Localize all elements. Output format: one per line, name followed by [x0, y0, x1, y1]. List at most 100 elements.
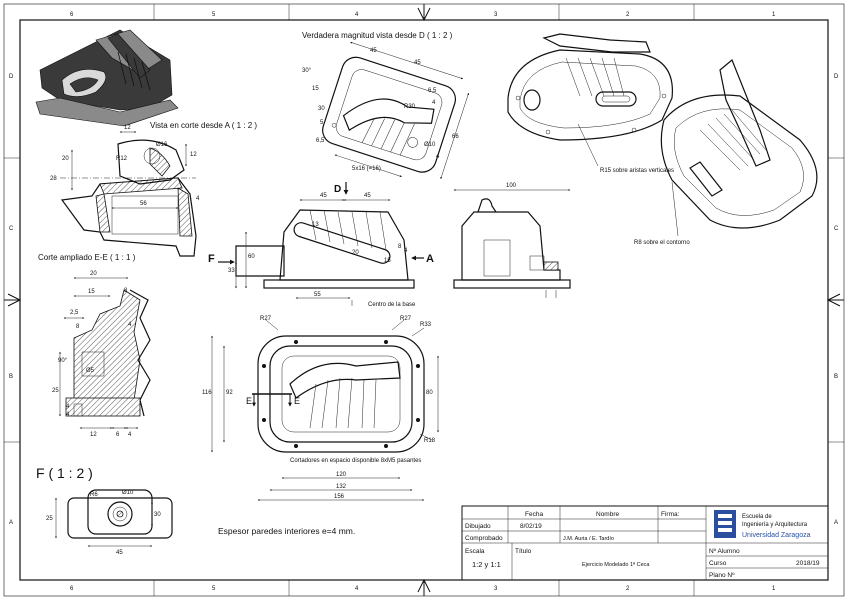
- row-right-c: C: [834, 226, 839, 232]
- true-size-title: Verdadera magnitud vista desde D ( 1 : 2…: [302, 31, 453, 40]
- row-right-d: D: [834, 74, 839, 80]
- iso-annotations: R15 sobre aristas verticales R8 sobre el…: [577, 123, 690, 246]
- col-top-3: 3: [494, 12, 498, 18]
- dim-ts-5x16: 5x16 (=16): [352, 166, 381, 172]
- detail-f-title: F ( 1 : 2 ): [36, 465, 93, 481]
- tb-col-fecha: Fecha: [525, 511, 543, 518]
- note-cortadores: Cortadores en espacio disponible 8xM5 pa…: [290, 458, 421, 464]
- arrow-f-label: F: [208, 253, 215, 265]
- dim-f-d10: Ø10: [122, 490, 134, 496]
- dim-ts-45b: 45: [414, 60, 421, 66]
- dim-ee-8a: 8: [124, 288, 128, 294]
- dim-sa-56: 56: [140, 201, 147, 207]
- tb-firma: Firma:: [661, 511, 680, 518]
- true-size-view: Verdadera magnitud vista desde D ( 1 : 2…: [302, 31, 470, 195]
- arrow-a-label: A: [426, 253, 434, 265]
- tb-university: Universidad Zaragoza: [742, 532, 811, 539]
- tb-curso-value: 2018/19: [796, 560, 820, 567]
- row-left-b: B: [9, 374, 13, 380]
- row-left-d: D: [9, 74, 14, 80]
- detail-ee-title: Corte ampliado E-E ( 1 : 1 ): [38, 253, 136, 262]
- dim-ee-4c: 4: [66, 412, 70, 418]
- iso-view-top: [507, 33, 673, 141]
- col-bottom-3: 3: [494, 586, 498, 592]
- dim-fv-8: 8: [398, 244, 402, 250]
- tb-titulo-value: Ejercicio Modelado 1ª Ceca: [582, 561, 650, 568]
- tb-plano-label: Plano Nº: [709, 572, 735, 579]
- col-bottom-4: 4: [355, 586, 359, 592]
- dim-tv-120: 120: [336, 472, 347, 478]
- dim-tv-80: 80: [426, 390, 433, 396]
- dim-ee-4d: 4: [128, 432, 132, 438]
- iso-view-right: [660, 59, 818, 229]
- dim-f-30: 30: [154, 512, 161, 518]
- university-logo-icon: [714, 510, 736, 538]
- row-right-a: A: [834, 520, 838, 526]
- dim-fv-55: 55: [314, 292, 321, 298]
- frame-labels: 6 5 4 3 2 1 6 5 4 3 2 1 D C B A D C B A: [9, 12, 839, 592]
- dim-tv-r27b: R27: [400, 316, 412, 322]
- dim-ts-30deg: 30°: [302, 68, 312, 74]
- dim-tv-132: 132: [336, 484, 347, 490]
- dim-ee-90: 90°: [58, 358, 68, 364]
- col-top-1: 1: [772, 12, 776, 18]
- dim-sa-28: 28: [50, 176, 57, 182]
- dim-ee-8b: 8: [76, 324, 80, 330]
- col-top-2: 2: [626, 12, 630, 18]
- tb-school-line2: Ingeniería y Arquitectura: [742, 522, 808, 528]
- dim-fv-60: 60: [248, 254, 255, 260]
- col-bottom-5: 5: [212, 586, 216, 592]
- dim-ee-4b: 4: [66, 404, 70, 410]
- top-view: E E R27 R27 R33 120 116 92 80 R18 132 15…: [202, 316, 439, 501]
- dim-tv-r27a: R27: [260, 316, 272, 322]
- tb-col-nombre: Nombre: [596, 511, 620, 518]
- dim-tv-r18: R18: [424, 438, 436, 444]
- note-walls: Espesor paredes interiores e=4 mm.: [218, 526, 355, 536]
- dim-sa-12b: 12: [190, 152, 197, 158]
- row-right-b: B: [834, 374, 838, 380]
- dim-ee-d5: Ø5: [86, 368, 95, 374]
- dim-fv-45b: 45: [364, 193, 371, 199]
- tb-comprobado-nombre: J.M. Auria / E. Tardío: [563, 536, 614, 542]
- title-block: Fecha Nombre Firma: Dibujado 8/02/19 Com…: [461, 505, 829, 581]
- dim-fv-20: 20: [352, 250, 359, 256]
- section-view-a: Vista en corte desde A ( 1 : 2 ) 12 12 R…: [50, 121, 257, 257]
- col-bottom-6: 6: [70, 586, 74, 592]
- detail-f: F ( 1 : 2 ) R6 Ø10 45 25 30: [36, 465, 173, 556]
- dim-ee-12: 12: [90, 432, 97, 438]
- dim-fv-45a: 45: [320, 193, 327, 199]
- row-left-a: A: [9, 520, 13, 526]
- dim-sa-12a: 12: [124, 125, 131, 131]
- tb-escala-value: 1:2 y 1:1: [472, 560, 501, 569]
- tb-escala-label: Escala: [465, 548, 485, 555]
- label-e2: E: [294, 396, 300, 406]
- dim-fv-33: 33: [228, 268, 235, 274]
- dim-ts-30: 30: [318, 106, 325, 112]
- tb-comprobado-label: Comprobado: [465, 535, 503, 542]
- dim-ee-20: 20: [90, 271, 97, 277]
- dim-tv-92: 92: [226, 390, 233, 396]
- note-centro-base: Centro de la base: [368, 302, 416, 308]
- dim-tv-116: 116: [202, 390, 212, 396]
- dim-f-45: 45: [116, 550, 123, 556]
- dim-ts-65b: 6,5: [316, 138, 325, 144]
- dim-sa-r12: R12: [116, 156, 128, 162]
- note-r15: R15 sobre aristas verticales: [600, 168, 674, 174]
- col-bottom-1: 1: [772, 586, 776, 592]
- dim-ee-4: 4: [128, 322, 132, 328]
- dim-ts-r30: R30: [404, 104, 416, 110]
- note-r8: R8 sobre el contorno: [634, 240, 690, 246]
- tb-curso-label: Curso: [709, 560, 727, 567]
- col-top-4: 4: [355, 12, 359, 18]
- dim-sa-4: 4: [196, 196, 200, 202]
- dim-ee-15: 15: [88, 289, 95, 295]
- dim-tv-156: 156: [334, 494, 345, 500]
- section-a-title: Vista en corte desde A ( 1 : 2 ): [150, 121, 257, 130]
- dim-sv-100: 100: [506, 183, 517, 189]
- dim-ee-6: 6: [116, 432, 120, 438]
- tb-dibujado-fecha: 8/02/19: [520, 523, 542, 530]
- dim-sa-20: 20: [62, 156, 69, 162]
- col-bottom-2: 2: [626, 586, 630, 592]
- side-view: 100: [453, 183, 571, 298]
